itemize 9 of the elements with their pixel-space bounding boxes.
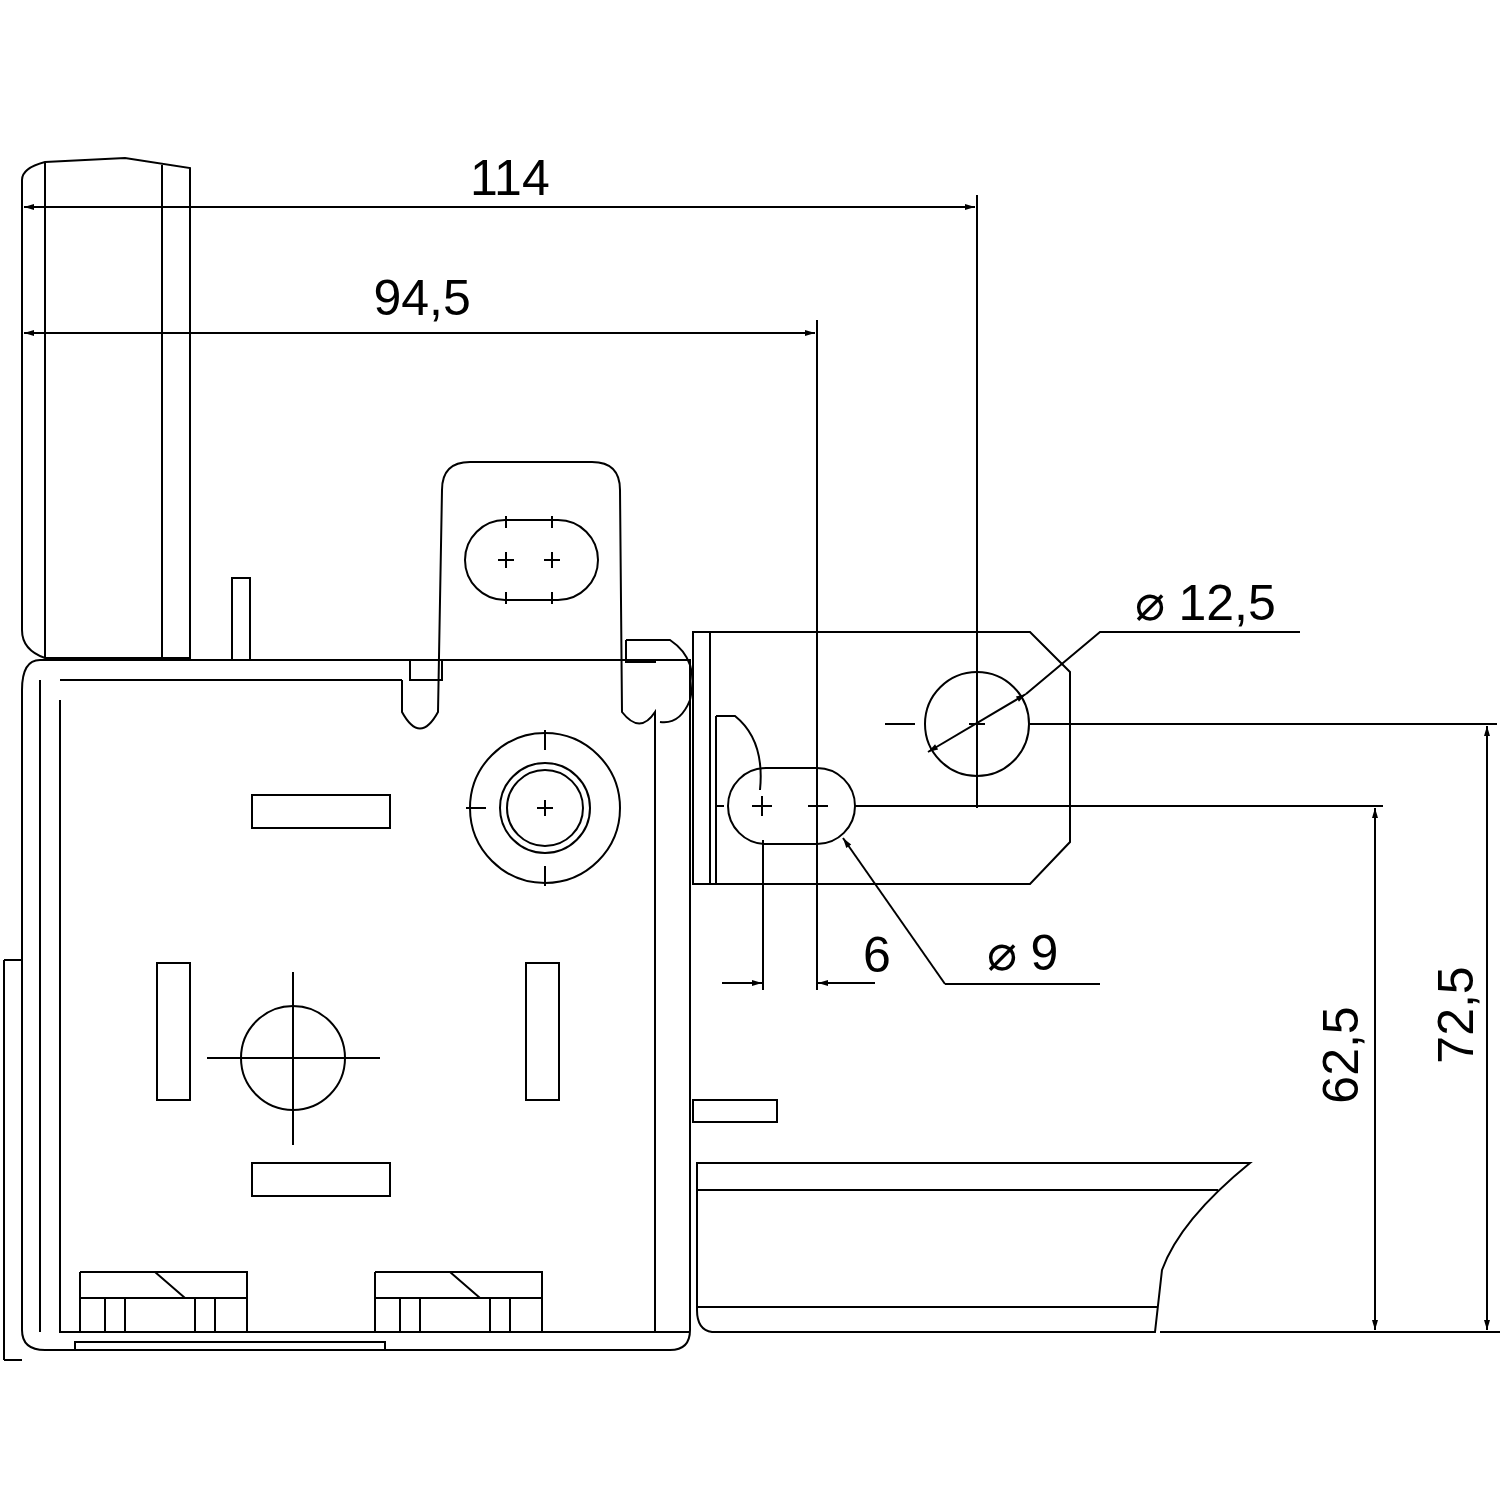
dimension-label: 94,5 <box>373 270 471 326</box>
dimension-label: ⌀ 12,5 <box>1134 575 1276 631</box>
dimension-label: 72,5 <box>1427 966 1484 1064</box>
dimension-label: 6 <box>863 927 891 983</box>
leader-line <box>842 837 946 985</box>
dimension-label: 62,5 <box>1312 1006 1369 1104</box>
dimension-label: 114 <box>470 150 550 206</box>
callout-label: ⌀ 9 <box>945 925 1100 985</box>
slot-hole <box>727 767 856 845</box>
